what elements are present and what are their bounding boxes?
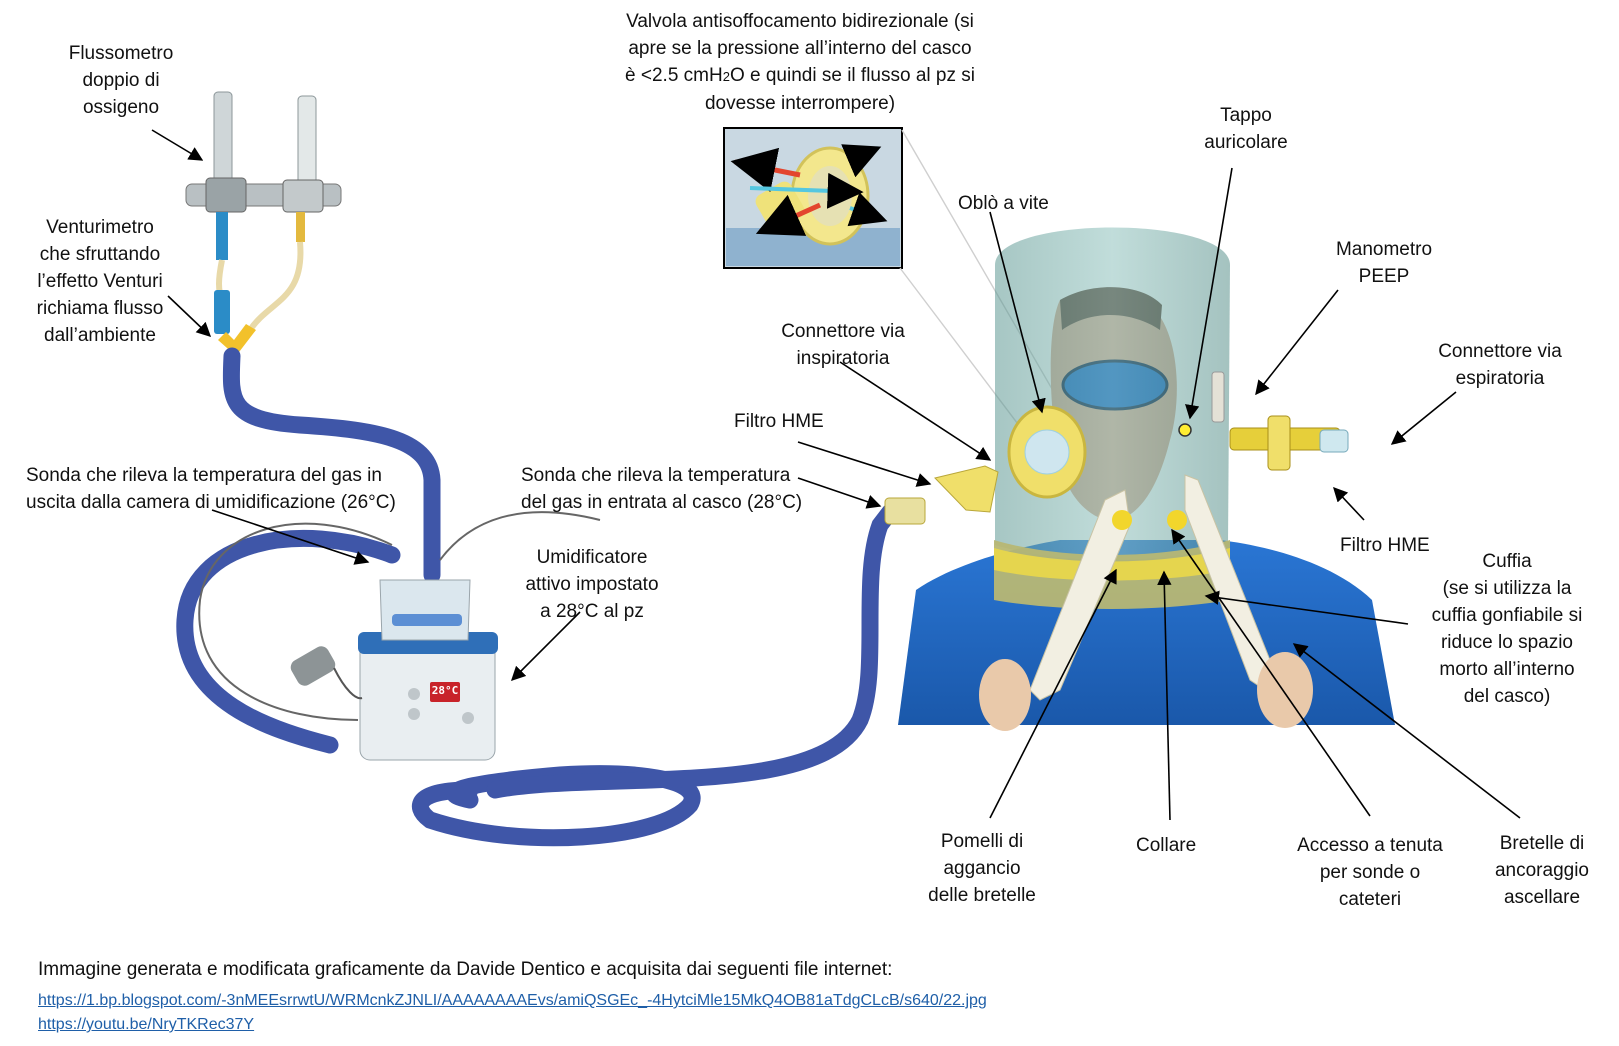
breathing-tube xyxy=(176,347,899,847)
label-oblo: Oblò a vite xyxy=(958,193,1049,214)
patient-helmet xyxy=(884,227,1395,731)
venturi-meter xyxy=(214,241,304,356)
oxygen-flowmeter xyxy=(185,91,342,260)
source-link-youtube[interactable]: https://youtu.be/NryTKRec37Y xyxy=(38,1016,255,1033)
humidifier xyxy=(290,579,498,761)
humidifier-display xyxy=(430,682,460,702)
valve-inset-photo xyxy=(723,127,903,269)
image-credit: Immagine generata e modificata graficame… xyxy=(38,959,893,980)
source-link-blogspot[interactable]: https://1.bp.blogspot.com/-3nMEEsrrwtU/W… xyxy=(38,992,987,1009)
label-collare: Collare xyxy=(1136,835,1197,856)
label-valvola: Valvola antisoffocamento bidirezionale (… xyxy=(625,11,975,114)
label-filtro-hme-sx: Filtro HME xyxy=(734,411,824,432)
humidifier-temp-readout: 28°C xyxy=(431,684,459,697)
ear-plug-marker xyxy=(1178,423,1192,437)
tube-gray-cable xyxy=(198,511,601,721)
label-filtro-hme-dx: Filtro HME xyxy=(1340,535,1430,556)
callout-arrows xyxy=(151,129,1521,821)
label-sonda-uscita: Sonda che rileva la temperatura del gas … xyxy=(26,465,396,513)
